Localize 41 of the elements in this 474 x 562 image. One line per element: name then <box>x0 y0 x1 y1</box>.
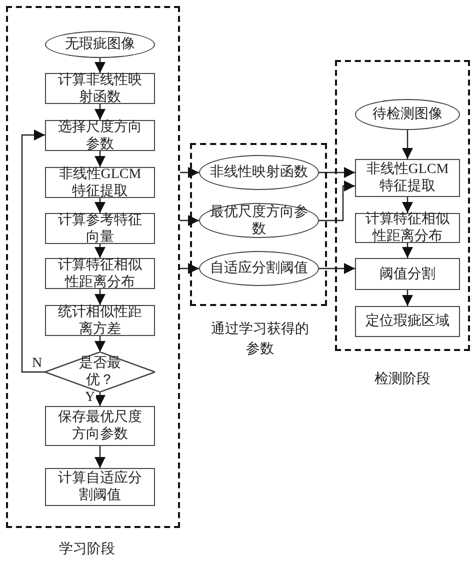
arrow <box>402 130 413 159</box>
arrow <box>94 104 106 120</box>
arrow <box>94 244 106 258</box>
process-box: 计算自适应分割阈值 <box>45 468 155 506</box>
arrow <box>319 167 355 178</box>
parameter-ellipse: 非线性映射函数 <box>199 155 319 190</box>
group-label: 检测阶段 <box>374 370 432 389</box>
arrow <box>180 167 199 178</box>
parameter-ellipse: 最优尺度方向参数 <box>199 203 319 238</box>
process-box: 计算参考特征向量 <box>45 213 155 244</box>
process-box: 定位瑕疵区域 <box>355 306 460 337</box>
arrow <box>94 392 106 406</box>
process-box: 计算特征相似性距离分布 <box>45 258 155 289</box>
process-box: 阈值分割 <box>355 258 460 290</box>
arrow <box>402 243 413 258</box>
process-box: 保存最优尺度方向参数 <box>45 406 155 446</box>
arrow <box>94 336 106 352</box>
parameter-ellipse: 自适应分割阈值 <box>199 251 319 286</box>
arrow <box>402 197 413 213</box>
arrow <box>180 263 199 274</box>
terminal-ellipse: 待检测图像 <box>355 99 460 130</box>
group-label: 通过学习获得的参数 <box>210 320 310 359</box>
arrow <box>94 198 106 213</box>
arrow <box>402 290 413 306</box>
process-box: 计算特征相似性距离分布 <box>355 213 460 243</box>
process-box: 统计相似性距离方差 <box>45 305 155 336</box>
arrow <box>94 58 106 73</box>
arrow <box>94 151 106 167</box>
process-box: 选择尺度方向参数 <box>45 120 155 151</box>
arrow <box>94 289 106 305</box>
arrow <box>319 180 355 222</box>
arrow <box>21 130 45 373</box>
group-label: 学习阶段 <box>58 540 116 559</box>
arrow <box>94 446 106 468</box>
process-box: 非线性GLCM特征提取 <box>45 167 155 198</box>
arrow <box>319 263 355 274</box>
terminal-ellipse: 无瑕疵图像 <box>45 31 155 58</box>
decision-diamond: 是否最优？ <box>45 352 155 392</box>
process-box: 非线性GLCM特征提取 <box>355 159 460 197</box>
arrow <box>180 215 199 226</box>
process-box: 计算非线性映射函数 <box>45 73 155 104</box>
